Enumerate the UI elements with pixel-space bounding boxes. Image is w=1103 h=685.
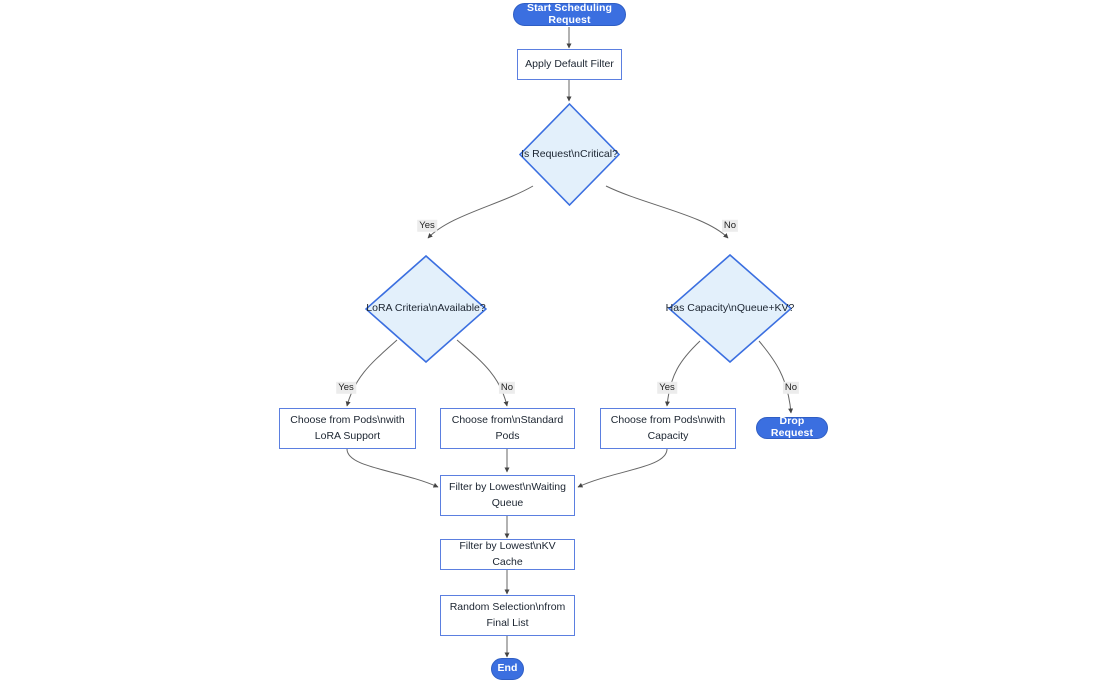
node-filter-waiting-queue-label: Filter by Lowest\nWaiting Queue xyxy=(449,481,566,509)
node-is-request-critical-label: Is Request\nCritical? xyxy=(521,147,618,160)
edge-critical-no-to-capacity xyxy=(605,185,729,239)
edge-label-critical-no: No xyxy=(721,219,739,233)
node-drop-request-label: Drop Request xyxy=(770,415,814,439)
node-apply-default-filter[interactable]: Apply Default Filter xyxy=(517,49,622,80)
node-lora-criteria-available[interactable]: LoRA Criteria\nAvailable? xyxy=(365,255,487,363)
edge-label-lora-yes: Yes xyxy=(336,381,356,395)
edge-pods-lora-to-filter-queue xyxy=(346,448,439,488)
node-filter-kv-cache-label: Filter by Lowest\nKV Cache xyxy=(459,540,556,568)
node-is-request-critical[interactable]: Is Request\nCritical? xyxy=(519,103,620,206)
node-choose-pods-with-capacity[interactable]: Choose from Pods\nwith Capacity xyxy=(600,408,736,449)
edge-label-capacity-no: No xyxy=(782,381,800,395)
edge-pods-capacity-to-filter-queue xyxy=(577,448,668,488)
diamond-shape xyxy=(365,255,487,363)
node-choose-standard-pods[interactable]: Choose from\nStandard Pods xyxy=(440,408,575,449)
node-choose-standard-pods-label: Choose from\nStandard Pods xyxy=(451,414,564,442)
diamond-shape xyxy=(668,254,792,363)
node-has-capacity-queue-kv[interactable]: Has Capacity\nQueue+KV? xyxy=(665,254,795,363)
diamond-shape xyxy=(519,103,620,206)
node-choose-pods-lora-label: Choose from Pods\nwith LoRA Support xyxy=(290,414,405,442)
node-start-scheduling-request[interactable]: Start Scheduling Request xyxy=(513,1,626,26)
node-random-selection-label: Random Selection\nfrom Final List xyxy=(449,601,566,629)
node-end[interactable]: End xyxy=(491,658,524,680)
edge-label-capacity-yes: Yes xyxy=(657,381,677,395)
edge-critical-yes-to-lora xyxy=(427,185,534,239)
node-lora-criteria-available-label: LoRA Criteria\nAvailable? xyxy=(366,302,486,315)
node-drop-request[interactable]: Drop Request xyxy=(756,415,828,439)
node-filter-by-lowest-kv-cache[interactable]: Filter by Lowest\nKV Cache xyxy=(440,539,575,570)
node-filter-by-lowest-waiting-queue[interactable]: Filter by Lowest\nWaiting Queue xyxy=(440,475,575,516)
node-choose-pods-capacity-label: Choose from Pods\nwith Capacity xyxy=(610,414,726,442)
node-random-selection-from-final-list[interactable]: Random Selection\nfrom Final List xyxy=(440,595,575,636)
node-apply-default-filter-label: Apply Default Filter xyxy=(525,57,614,70)
node-has-capacity-queue-kv-label: Has Capacity\nQueue+KV? xyxy=(665,301,795,314)
node-end-label: End xyxy=(497,662,518,675)
edge-label-critical-yes: Yes xyxy=(417,219,437,233)
node-start-label: Start Scheduling Request xyxy=(526,1,613,26)
node-choose-pods-with-lora-support[interactable]: Choose from Pods\nwith LoRA Support xyxy=(279,408,416,449)
edge-label-lora-no: No xyxy=(498,381,516,395)
